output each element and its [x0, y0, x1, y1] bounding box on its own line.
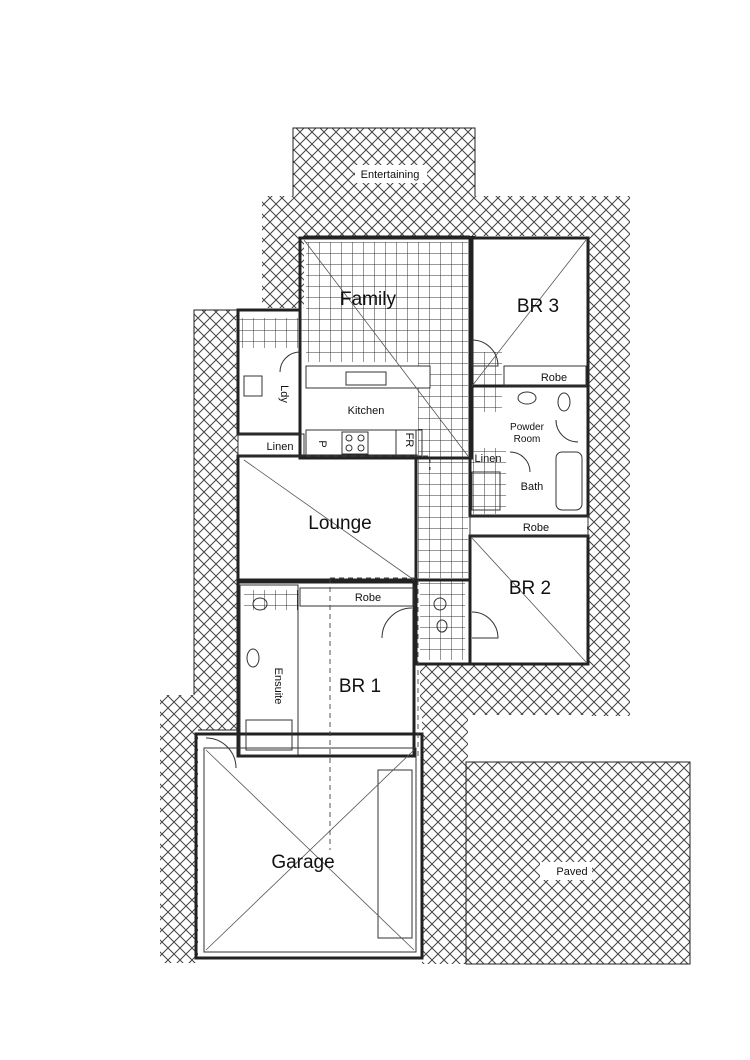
ensuite-walls — [239, 584, 299, 756]
door-garage — [205, 737, 237, 769]
label-pantry: P — [316, 440, 328, 447]
diagonal-lounge — [243, 459, 415, 581]
garage-walls — [194, 732, 424, 960]
ensuite-basin — [246, 648, 260, 668]
left-driveway-strip — [160, 695, 198, 963]
cooktop-burner — [357, 444, 365, 452]
cooktop — [341, 431, 369, 455]
diagonal-br3 — [471, 239, 587, 387]
entry-toilet — [436, 619, 448, 633]
br1-walls — [236, 580, 416, 758]
label-bath: Bath — [521, 481, 544, 493]
powder-basin — [517, 391, 537, 405]
bathtub — [555, 451, 583, 511]
ensuite-toilet — [252, 597, 268, 611]
left-garden-strip — [193, 309, 239, 731]
linen-kitchen-walls — [237, 433, 305, 457]
label-linen-bath: Linen — [475, 453, 502, 465]
garage-storage — [377, 769, 413, 939]
dashed-lines — [306, 455, 431, 850]
cooktop-burner — [345, 434, 353, 442]
ensuite-shower — [245, 719, 293, 751]
label-br2: BR 2 — [509, 578, 551, 599]
right-garden-strip — [587, 196, 630, 716]
ensuite-tiles — [244, 590, 299, 610]
label-linen-kitchen: Linen — [267, 441, 294, 453]
robe-br3-walls — [503, 365, 587, 387]
entry-walls — [414, 578, 472, 666]
cooktop-burner — [357, 434, 365, 442]
door-br2 — [471, 611, 499, 639]
kitchen-sink — [345, 371, 387, 386]
diagonals — [205, 239, 587, 951]
robe-br2-walls — [469, 515, 589, 537]
roofline-front — [330, 577, 419, 760]
br1-floor — [300, 608, 412, 756]
door-laundry — [279, 351, 301, 373]
label-robe-br2: Robe — [523, 522, 549, 534]
laundry-tiles — [236, 318, 306, 348]
cooktop-burner — [345, 444, 353, 452]
label-fridge: FR — [403, 433, 415, 448]
label-family: Family — [340, 289, 396, 310]
diagonal-family — [303, 239, 469, 457]
garage-inner-wall — [203, 747, 417, 953]
front-path — [422, 712, 468, 964]
door-br3 — [471, 339, 499, 367]
label-powder-room-2: Room — [514, 434, 541, 445]
door-bath — [509, 451, 531, 473]
left-garden-strip-top — [262, 196, 304, 308]
kitchen-walkway-tiles — [418, 360, 468, 578]
label-powder-room-1: Powder — [510, 422, 545, 433]
diagonal-br2 — [471, 537, 587, 663]
label-br1: BR 1 — [339, 676, 381, 697]
paving-areas — [160, 127, 691, 965]
entertaining-label-bg — [355, 165, 427, 183]
room-labels: Entertaining Family BR 3 Robe Ldy Kitche… — [267, 169, 588, 878]
door-powder — [555, 419, 579, 443]
label-kitchen: Kitchen — [348, 405, 385, 417]
door-br1 — [381, 607, 413, 639]
entry-basin — [433, 597, 447, 611]
shower — [471, 471, 501, 511]
label-garage: Garage — [271, 852, 334, 873]
kitchen-fixtures — [243, 365, 431, 457]
label-ldy: Ldy — [278, 385, 290, 403]
paved-label-bg — [540, 862, 592, 880]
label-br3: BR 3 — [517, 296, 559, 317]
front-path-br2 — [420, 665, 592, 715]
label-lounge: Lounge — [308, 513, 371, 534]
robe-br1-walls — [299, 587, 415, 607]
label-paved: Paved — [556, 866, 587, 878]
label-entertaining: Entertaining — [361, 169, 420, 181]
tiled-floors — [236, 242, 506, 660]
label-robe-br1: Robe — [355, 592, 381, 604]
family-tiles — [306, 242, 468, 362]
doors — [205, 339, 579, 769]
bath-fixtures — [245, 391, 583, 751]
label-ensuite: Ensuite — [272, 668, 284, 705]
label-robe-br3: Robe — [541, 372, 567, 384]
laundry-tub — [243, 375, 263, 397]
diagonal-garage-2 — [205, 749, 415, 951]
powder-toilet — [557, 392, 571, 412]
